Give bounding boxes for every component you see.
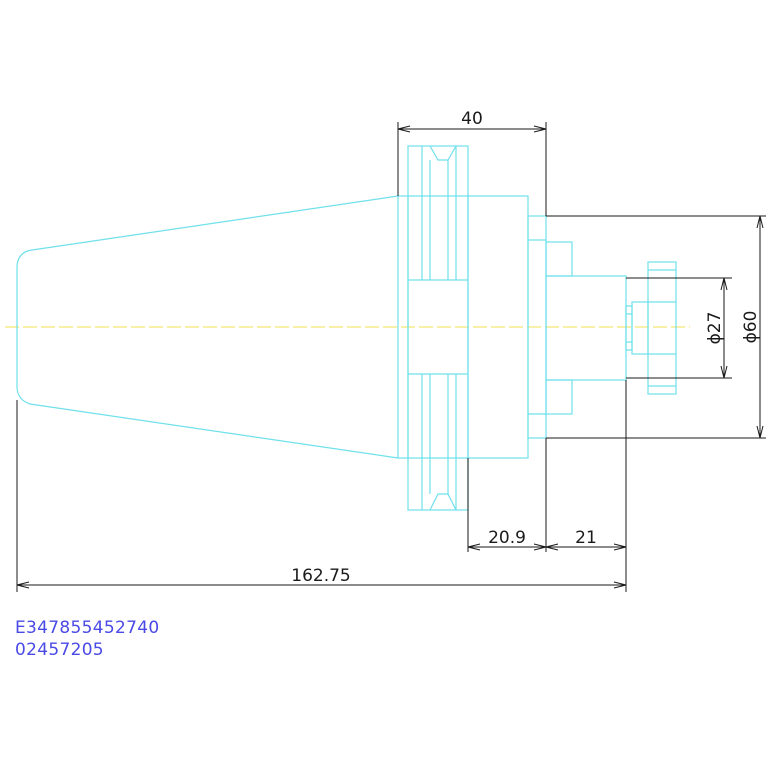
dim-label-diameter-60: ϕ60 xyxy=(741,311,761,344)
dim-label-21: 21 xyxy=(575,528,597,548)
holder-nose xyxy=(545,241,633,415)
dimension-diameter-60: ϕ60 xyxy=(546,215,766,439)
dimension-diameter-27: ϕ27 xyxy=(626,277,732,379)
taper-shank xyxy=(16,195,399,459)
dimension-body-nose: 20.9 21 xyxy=(467,380,627,592)
flange xyxy=(397,145,469,511)
dimension-overall-length: 162.75 xyxy=(16,400,627,592)
dimension-flange-width: 40 xyxy=(397,109,547,216)
part-code: E347855452740 xyxy=(15,618,160,638)
catalog-number: 02457205 xyxy=(15,640,104,660)
dim-label-diameter-27: ϕ27 xyxy=(705,312,725,345)
dim-label-40: 40 xyxy=(461,109,483,129)
clamp-nut xyxy=(631,261,677,395)
dim-label-20-9: 20.9 xyxy=(488,528,526,548)
dim-label-162-75: 162.75 xyxy=(291,566,350,586)
